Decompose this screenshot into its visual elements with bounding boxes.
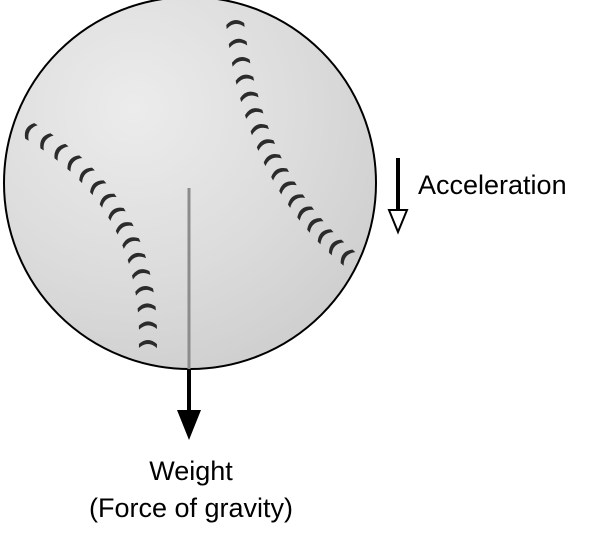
- acceleration-label: Acceleration: [418, 170, 567, 200]
- stitch-mark: [240, 91, 259, 103]
- stitch-mark: [256, 139, 276, 151]
- stitch-mark: [138, 321, 157, 330]
- stitch-mark: [263, 153, 282, 167]
- stitch-mark: [235, 74, 255, 85]
- stitch-mark: [138, 340, 157, 349]
- stitch-mark: [54, 143, 69, 161]
- stitch-mark: [99, 193, 117, 208]
- stitch-mark: [245, 108, 264, 119]
- right-seam-stitches: [226, 20, 356, 266]
- stitch-mark: [317, 229, 334, 245]
- weight-label: Weight: [149, 456, 233, 486]
- stitch-mark: [279, 181, 297, 195]
- left-seam-stitches: [24, 123, 157, 349]
- stitch-mark: [137, 303, 156, 313]
- stitch-mark: [40, 133, 54, 151]
- stitch-mark: [287, 194, 306, 208]
- stitch-mark: [250, 124, 269, 136]
- stitch-mark: [226, 20, 245, 29]
- stitch-mark: [79, 167, 95, 184]
- stitch-mark: [131, 269, 151, 280]
- stitch-mark: [90, 180, 107, 196]
- stitch-mark: [135, 285, 154, 296]
- stitch-mark: [297, 206, 315, 221]
- gravity-label: (Force of gravity): [88, 493, 294, 523]
- weight-arrowhead-icon: [177, 410, 201, 440]
- stitch-mark: [328, 239, 345, 256]
- stitch-mark: [231, 56, 251, 67]
- stitch-mark: [108, 207, 126, 221]
- acceleration-arrowhead-icon: [387, 209, 409, 235]
- stitch-mark: [115, 222, 134, 235]
- stitch-mark: [271, 167, 289, 181]
- stitch-mark: [67, 155, 83, 172]
- stitch-mark: [340, 249, 356, 266]
- stitch-mark: [122, 237, 141, 249]
- stitch-mark: [127, 252, 147, 264]
- stitch-mark: [307, 218, 324, 233]
- stitch-mark: [24, 123, 38, 141]
- stitch-mark: [228, 38, 248, 49]
